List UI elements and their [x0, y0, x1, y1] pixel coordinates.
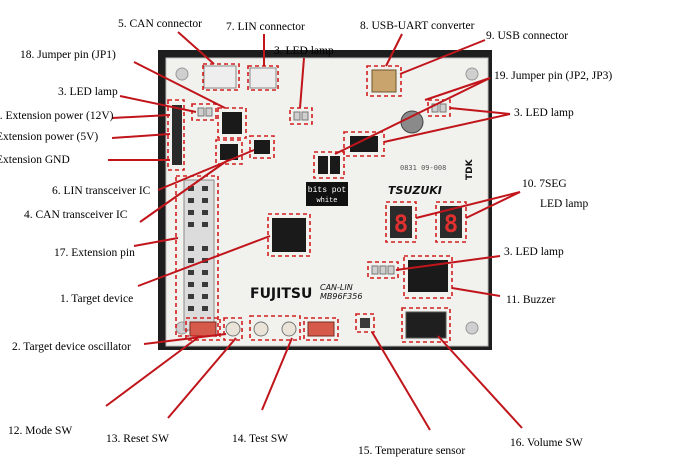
label-jumper-jp2-jp3: 19. Jumper pin (JP2, JP3) — [494, 70, 613, 82]
label-test-sw: 14. Test SW — [232, 433, 289, 445]
label-sevenseg-1: 10. 7SEG — [522, 178, 567, 190]
pot-label-2: white — [316, 197, 337, 205]
label-ext-power-12v: 1. Extension power (12V) — [0, 110, 114, 122]
label-buzzer: 11. Buzzer — [506, 294, 556, 306]
test-switch-1 — [253, 321, 269, 337]
label-ext-power-5v: Extension power (5V) — [0, 131, 99, 143]
label-extension-pin: 17. Extension pin — [54, 247, 135, 259]
tdk-logo: TDK — [465, 158, 475, 180]
extension-header-left — [172, 105, 215, 331]
capacitor — [400, 110, 424, 134]
label-target-device: 1. Target device — [60, 293, 134, 305]
silk-code: 0831 09-008 — [400, 164, 446, 172]
label-oscillator: 2. Target device oscillator — [12, 341, 131, 353]
test-switch-2 — [281, 321, 297, 337]
fujitsu-logo: FUJITSU — [250, 286, 312, 302]
volume-switch — [405, 311, 447, 339]
mode-switch — [189, 321, 217, 337]
jumper-jp2 — [318, 156, 328, 174]
label-mode-sw: 12. Mode SW — [8, 425, 73, 437]
target-device-chip — [272, 218, 306, 252]
label-can-connector: 5. CAN connector — [118, 18, 202, 30]
pot-label-box — [306, 182, 348, 206]
label-can-transceiver: 4. CAN transceiver IC — [24, 209, 128, 221]
sevenseg-digit-2: 8 — [444, 210, 458, 238]
mount-hole — [465, 321, 479, 335]
label-usb-uart: 8. USB-UART converter — [360, 20, 475, 32]
label-led-lamp-top: 3. LED lamp — [274, 45, 334, 57]
model-line-1: CAN-LIN — [320, 283, 353, 292]
label-lin-transceiver: 6. LIN transceiver IC — [52, 185, 151, 197]
tsuzuki-logo: TSUZUKI — [388, 184, 442, 197]
pot-label-1: bits pot — [308, 186, 346, 195]
can-transceiver-chip — [220, 144, 238, 160]
jumper-jp3 — [330, 156, 340, 174]
leader-lines — [105, 31, 523, 431]
usb-uart-chip — [350, 136, 378, 152]
label-jumper-jp1: 18. Jumper pin (JP1) — [20, 49, 116, 61]
reset-switch — [225, 321, 241, 337]
label-volume-sw: 16. Volume SW — [510, 437, 583, 449]
label-ext-gnd: Extension GND — [0, 154, 70, 166]
led-group — [197, 103, 447, 275]
label-led-lamp-mid: 3. LED lamp — [504, 246, 564, 258]
can-connector — [203, 65, 237, 89]
jp1-chip — [222, 112, 242, 134]
sevenseg-display-1 — [390, 206, 412, 238]
temp-sensor — [360, 318, 370, 328]
usb-connector — [371, 69, 397, 93]
label-sevenseg-2: LED lamp — [540, 198, 589, 210]
sevenseg-digit-1: 8 — [394, 210, 408, 238]
model-line-2: MB96F356 — [320, 292, 362, 301]
sevenseg-display-2 — [440, 206, 462, 238]
mount-hole — [175, 67, 189, 81]
lin-connector — [249, 67, 277, 89]
label-reset-sw: 13. Reset SW — [106, 433, 169, 445]
label-temp-sensor: 15. Temperature sensor — [358, 445, 466, 457]
lin-transceiver-chip — [254, 140, 270, 154]
label-lin-connector: 7. LIN connector — [226, 21, 305, 33]
mount-hole — [465, 67, 479, 81]
label-led-lamp-left: 3. LED lamp — [58, 86, 118, 98]
label-led-lamp-right: 3. LED lamp — [514, 107, 574, 119]
ext-switch — [307, 321, 335, 337]
label-usb-connector: 9. USB connector — [486, 30, 569, 42]
